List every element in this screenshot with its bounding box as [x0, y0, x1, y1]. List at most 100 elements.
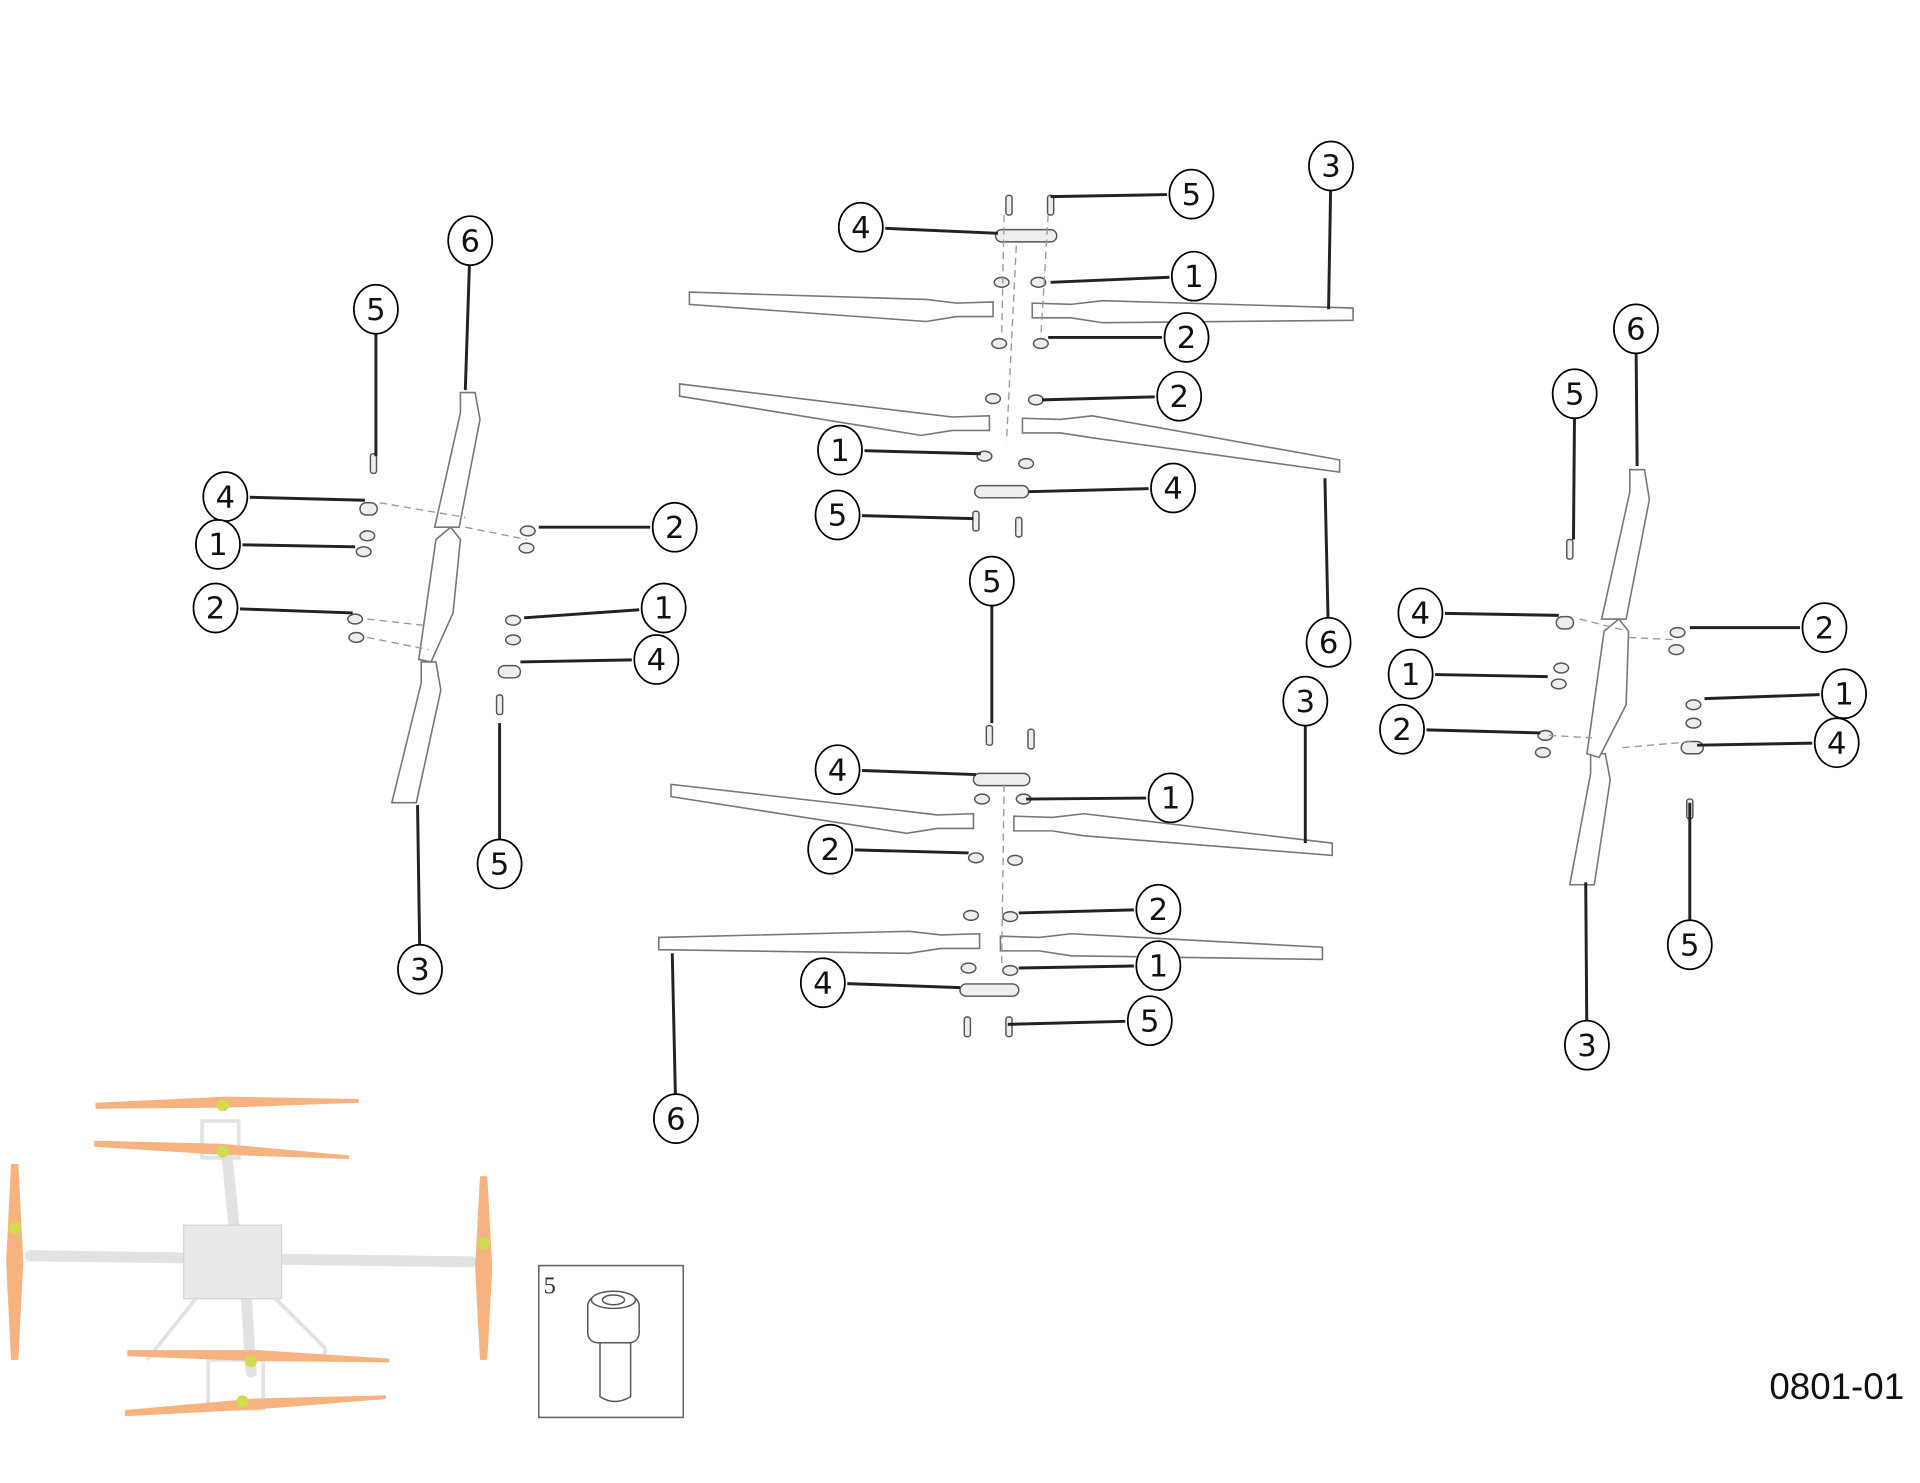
callout-item-5: 5 [1666, 919, 1713, 971]
callout-item-1: 1 [1170, 250, 1217, 302]
washer [359, 530, 376, 542]
callout-number: 1 [1161, 782, 1180, 817]
leader-line [1042, 395, 1155, 402]
leader-line [242, 543, 356, 549]
leader-line [861, 769, 976, 777]
callout-item-4: 4 [202, 471, 249, 522]
clamp-plate [1555, 615, 1575, 630]
callout-item-4: 4 [799, 957, 846, 1009]
leader-line [523, 608, 640, 620]
washer [1685, 699, 1702, 711]
screw [972, 510, 980, 532]
callout-number: 1 [1834, 677, 1853, 712]
clamp-plate [497, 664, 522, 679]
callout-number: 5 [1680, 928, 1699, 963]
washer [1668, 644, 1685, 656]
callout-number: 3 [1296, 685, 1315, 720]
inset-propeller [475, 1176, 493, 1360]
callout-item-5: 5 [1126, 995, 1173, 1047]
callout-item-2: 2 [807, 823, 854, 875]
washer [973, 793, 991, 805]
propeller-blade [670, 783, 975, 835]
screw [1014, 516, 1023, 538]
callout-number: 2 [1392, 713, 1411, 748]
washer [993, 276, 1010, 288]
callout-number: 1 [1149, 949, 1168, 984]
leader-line [520, 658, 632, 664]
callout-number: 5 [982, 565, 1001, 600]
callout-number: 6 [1626, 313, 1645, 348]
callout-item-5: 5 [814, 489, 861, 541]
washer [355, 546, 372, 558]
leader-line [1050, 275, 1170, 284]
screw [1005, 1016, 1013, 1038]
callout-number: 4 [216, 480, 235, 515]
inset-propeller [124, 1395, 386, 1417]
callout-item-2: 2 [1801, 602, 1848, 653]
callout-number: 5 [490, 848, 509, 883]
screw [985, 724, 994, 746]
leader-line [1584, 882, 1589, 1021]
leader-line [416, 805, 422, 945]
washer [1007, 854, 1024, 866]
leader-line [1426, 728, 1541, 735]
leader-line [1572, 418, 1576, 540]
callout-number: 1 [830, 434, 849, 469]
washer [1032, 337, 1049, 350]
leader-line [861, 514, 974, 521]
propeller-blade [1031, 299, 1354, 324]
propeller-blade [1600, 468, 1651, 620]
drone-overview-inset [6, 1096, 493, 1417]
callout-number: 1 [654, 592, 673, 627]
callout-number: 5 [1565, 377, 1584, 412]
callout-item-1: 1 [640, 582, 687, 634]
callout-number: 4 [828, 753, 847, 788]
leader-line [1028, 487, 1149, 494]
callout-item-1: 1 [1387, 648, 1434, 700]
leader-line [1018, 964, 1134, 970]
leader-line [1050, 193, 1167, 199]
screw [369, 453, 378, 475]
callout-number: 5 [1140, 1004, 1159, 1039]
callout-item-6: 6 [1305, 616, 1352, 668]
callout-item-3: 3 [397, 943, 443, 995]
washer [1027, 394, 1044, 406]
callout-number: 2 [1169, 380, 1188, 415]
washer [1018, 457, 1035, 470]
callout-number: 2 [1815, 611, 1834, 646]
leader-line [1327, 190, 1333, 310]
leader-line [249, 495, 365, 502]
callout-item-1: 1 [1821, 668, 1867, 720]
callout-number: 2 [1149, 893, 1168, 928]
callout-item-2: 2 [651, 501, 698, 553]
leader-line [854, 848, 969, 855]
screw [495, 694, 504, 716]
leader-line [847, 982, 961, 990]
screw [963, 1016, 972, 1038]
leader-line [1444, 611, 1559, 617]
callout-number: 6 [460, 224, 479, 259]
washer [1685, 717, 1702, 729]
washer [984, 393, 1002, 405]
callout-number: 3 [410, 953, 429, 988]
callout-item-4: 4 [837, 201, 884, 253]
callout-item-5: 5 [1551, 368, 1598, 420]
callout-item-5: 5 [1168, 168, 1215, 220]
callout-item-4: 4 [1397, 587, 1444, 639]
leader-line [1435, 673, 1548, 679]
washer [1002, 910, 1019, 923]
callout-number: 6 [666, 1102, 685, 1137]
callout-item-1: 1 [1135, 940, 1182, 991]
clamp-plate [973, 484, 1030, 499]
callout-item-6: 6 [653, 1093, 699, 1144]
leader-line [1697, 741, 1813, 747]
callout-number: 5 [366, 293, 385, 328]
washer [504, 614, 522, 626]
callout-item-5: 5 [968, 555, 1015, 607]
leader-line [1323, 478, 1330, 618]
leader-line [864, 449, 981, 456]
washer [347, 613, 364, 625]
leader-line [1018, 908, 1134, 915]
